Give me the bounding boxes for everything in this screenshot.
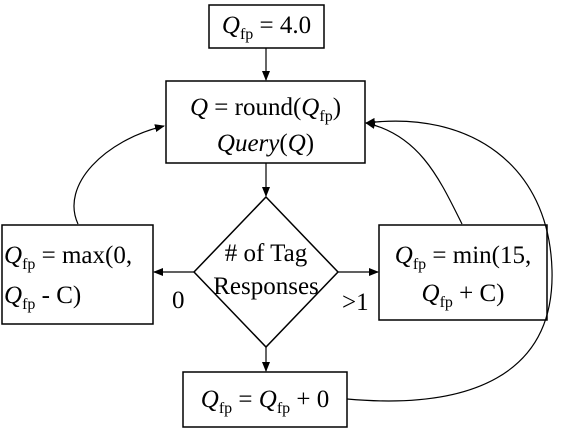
bottom-eq: =: [232, 386, 259, 413]
bottom-sub1: fp: [218, 400, 233, 417]
bottom-var1: Q: [200, 386, 219, 413]
init-label: Qfp = 4.0: [209, 12, 324, 43]
query-arg: Q: [287, 130, 306, 157]
query-round-text: = round(: [208, 94, 302, 121]
bottom-var2: Q: [258, 386, 277, 413]
query-close-paren: ): [332, 94, 342, 121]
query-close: ): [305, 130, 315, 157]
right-sub2: fp: [439, 294, 453, 311]
bottom-rest: + 0: [290, 386, 330, 413]
init-box: [208, 4, 325, 49]
left-rest2: - C): [35, 282, 82, 309]
left-box: [1, 224, 154, 325]
query-sub: fp: [319, 108, 333, 125]
right-var2: Q: [421, 280, 440, 307]
right-var1: Q: [394, 242, 413, 269]
right-box: [378, 224, 548, 321]
arrow-bottom-to-query: [346, 117, 553, 402]
left-line2: Qfp - C): [4, 282, 155, 313]
decision-line1: # of Tag: [224, 240, 308, 267]
arrow-right-to-query: [365, 121, 463, 225]
query-fn: Query: [216, 130, 280, 157]
right-rest1: = min(15,: [426, 242, 532, 269]
query-var: Q: [189, 94, 209, 121]
init-var: Q: [221, 12, 240, 39]
arrow-left-to-query: [73, 124, 165, 225]
query-line1: Q = round(Qfp): [166, 94, 365, 125]
left-var1: Q: [4, 242, 23, 269]
right-line2: Qfp + C): [379, 280, 547, 311]
decision-diamond: [192, 195, 340, 349]
right-rest2: + C): [452, 280, 505, 307]
query-line2: Query(Q): [166, 130, 365, 158]
bottom-box: [182, 371, 348, 428]
init-rest: = 4.0: [253, 12, 312, 39]
decision-line2: Responses: [213, 273, 319, 300]
query-var2: Q: [301, 94, 320, 121]
left-rest1: = max(0,: [35, 242, 133, 269]
edge-label-zero: 0: [172, 287, 185, 314]
left-sub2: fp: [22, 296, 36, 313]
query-box: [165, 80, 366, 164]
init-sub: fp: [239, 26, 254, 43]
query-open: (: [279, 130, 288, 157]
left-sub1: fp: [22, 256, 36, 273]
right-sub1: fp: [412, 256, 427, 273]
edge-label-greater-than-one: >1: [342, 289, 369, 316]
left-var2: Q: [4, 282, 23, 309]
right-line1: Qfp = min(15,: [379, 242, 547, 273]
bottom-sub2: fp: [276, 400, 291, 417]
bottom-label: Qfp = Qfp + 0: [183, 386, 347, 417]
left-line1: Qfp = max(0,: [4, 242, 155, 273]
